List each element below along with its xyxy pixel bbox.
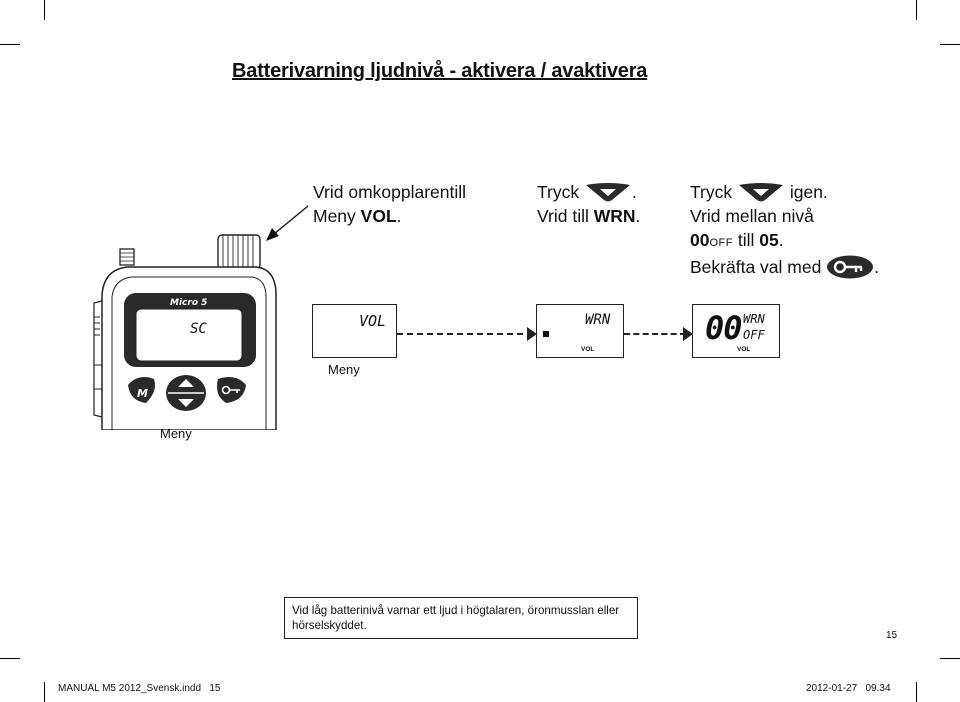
connector-arrow-1 xyxy=(527,327,537,341)
device-brand-label: Micro 5 xyxy=(170,298,207,308)
lcd-display-vol: VOL xyxy=(312,304,397,358)
device-lcd-text: SC xyxy=(190,321,207,337)
down-arrow-button-icon xyxy=(737,182,785,202)
step-2-text: Tryck . Vrid till WRN. xyxy=(537,180,640,228)
step-2-line-1: Tryck . xyxy=(537,182,637,202)
crop-mark-bottom-right-v xyxy=(916,682,917,702)
page-title: Batterivarning ljudnivå - aktivera / ava… xyxy=(232,60,648,82)
crop-mark-top-left-v xyxy=(44,0,45,20)
lcd-display-level-top: WRN xyxy=(743,312,765,326)
crop-mark-top-left-h xyxy=(0,44,20,45)
step-3-text: Tryck igen. Vrid mellan nivå 00OFF till … xyxy=(690,180,879,279)
pointer-arrow-icon xyxy=(266,205,309,241)
crop-mark-bottom-right-h xyxy=(940,658,960,659)
key-button-icon xyxy=(826,255,874,279)
lcd-cursor-mark xyxy=(543,331,549,337)
step-1-line-2: Meny VOL. xyxy=(313,206,402,226)
step-3-line-4: Bekräfta val med . xyxy=(690,255,880,279)
crop-mark-bottom-left-h xyxy=(0,658,20,659)
step-3-line-3: 00OFF till 05. xyxy=(690,230,784,250)
step-1-line-1: Vrid omkopplarentill xyxy=(313,182,467,202)
meny-label-device: Meny xyxy=(160,426,192,441)
crop-mark-top-right-v xyxy=(916,0,917,20)
lcd-display-wrn: WRN VOL xyxy=(536,304,624,358)
dashed-connector-2 xyxy=(624,333,686,335)
lcd-display-level-sub: VOL xyxy=(737,346,751,353)
lcd-display-level-digits: 00 xyxy=(705,309,743,347)
step-1-text: Vrid omkopplarentill Meny VOL. xyxy=(313,180,466,228)
step-2-line-2: Vrid till WRN. xyxy=(537,206,641,226)
radio-device-icon: Micro 5 SC M xyxy=(93,234,277,430)
footer-timestamp: 2012-01-27 09.34 xyxy=(806,683,891,694)
lcd-display-wrn-off: 00 WRN OFF VOL xyxy=(692,304,780,358)
lcd-display-level-bottom: OFF xyxy=(743,328,765,342)
dashed-connector-1 xyxy=(397,333,533,335)
device-button-m-label: M xyxy=(137,387,148,400)
battery-note-box: Vid låg batterinivå varnar ett ljud i hö… xyxy=(284,597,638,639)
down-arrow-button-icon xyxy=(584,182,632,202)
lcd-display-wrn-text: WRN xyxy=(585,312,611,328)
page-number: 15 xyxy=(886,630,898,641)
lcd-display-wrn-sub: VOL xyxy=(581,346,595,353)
footer-file-name: MANUAL M5 2012_Svensk.indd 15 xyxy=(58,683,221,694)
meny-label-display: Meny xyxy=(328,362,360,377)
crop-mark-bottom-left-v xyxy=(44,682,45,702)
step-3-line-2: Vrid mellan nivå xyxy=(690,206,814,226)
step-3-line-1: Tryck igen. xyxy=(690,182,828,202)
crop-mark-top-right-h xyxy=(940,44,960,45)
connector-arrow-2 xyxy=(683,327,693,341)
lcd-display-vol-text: VOL xyxy=(359,312,387,330)
